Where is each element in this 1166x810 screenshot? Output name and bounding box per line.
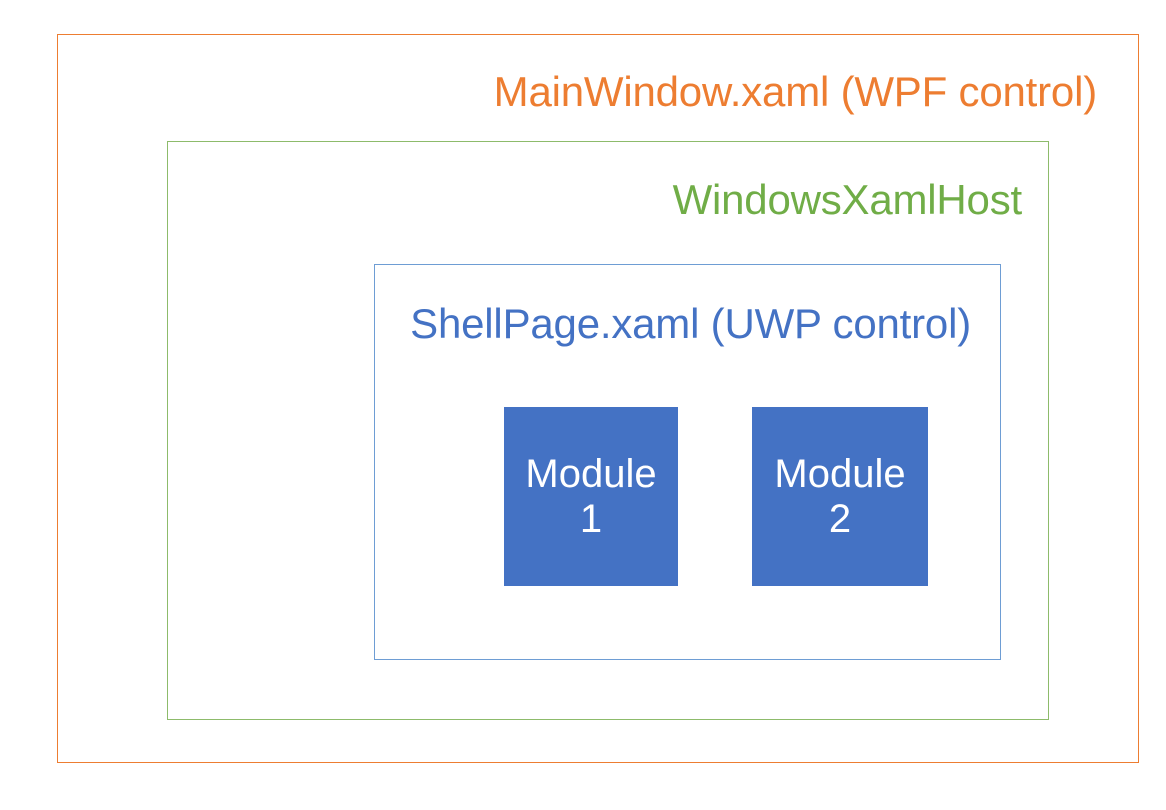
module-block-1-title: Module xyxy=(525,451,657,496)
shellpage-xaml-container: ShellPage.xaml (UWP control) Module 1 Mo… xyxy=(374,264,1001,660)
module-block-2-title: Module xyxy=(774,451,906,496)
shellpage-xaml-label: ShellPage.xaml (UWP control) xyxy=(410,300,971,347)
mainwindow-xaml-label: MainWindow.xaml (WPF control) xyxy=(493,68,1098,115)
windows-xaml-host-container: WindowsXamlHost ShellPage.xaml (UWP cont… xyxy=(167,141,1049,720)
module-block-1-number: 1 xyxy=(579,496,603,541)
module-block-2-number: 2 xyxy=(828,496,852,541)
module-block-1[interactable]: Module 1 xyxy=(504,407,678,586)
module-row: Module 1 Module 2 xyxy=(375,265,1000,659)
mainwindow-xaml-container: MainWindow.xaml (WPF control) WindowsXam… xyxy=(57,34,1139,763)
windows-xaml-host-label: WindowsXamlHost xyxy=(672,176,1023,223)
module-block-2[interactable]: Module 2 xyxy=(752,407,928,586)
